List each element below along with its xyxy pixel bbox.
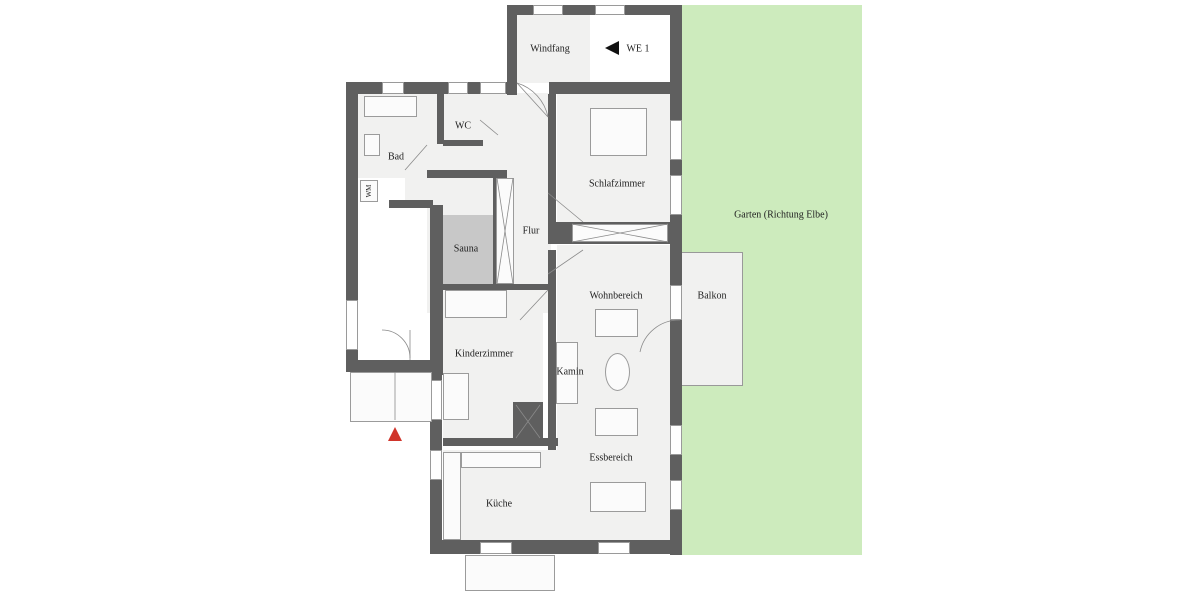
desk <box>443 373 469 420</box>
inner-wall <box>389 200 433 208</box>
balkon-label: Balkon <box>697 290 727 302</box>
outer-wall <box>507 5 682 15</box>
outer-wall <box>346 82 358 370</box>
inner-wall <box>443 438 558 446</box>
entry-steps <box>350 372 432 422</box>
essbereich-label: Essbereich <box>589 452 633 464</box>
sauna-label: Sauna <box>453 243 479 255</box>
kitchen-counter <box>443 452 461 540</box>
outer-wall <box>549 82 682 94</box>
sauna-room <box>443 215 493 285</box>
window <box>448 82 468 94</box>
stair-room <box>357 205 427 365</box>
kitchen-top-counter <box>461 452 541 468</box>
window <box>480 82 506 94</box>
kid-bed <box>445 290 507 318</box>
inner-wall <box>430 205 443 375</box>
flur-label: Flur <box>522 225 540 237</box>
bad-label: Bad <box>387 151 405 163</box>
inner-wall <box>443 284 548 290</box>
inner-wall <box>548 250 556 450</box>
schlafzimmer-label: Schlafzimmer <box>588 178 646 190</box>
window <box>598 542 630 554</box>
inner-wall <box>427 170 507 178</box>
window <box>382 82 404 94</box>
bed <box>590 108 647 156</box>
window <box>595 5 625 15</box>
bad-sink <box>364 134 380 156</box>
window <box>670 175 682 215</box>
window <box>670 120 682 160</box>
window <box>670 285 682 320</box>
inner-wall <box>443 140 483 146</box>
kueche-label: Küche <box>485 498 513 510</box>
unit-label: WE 1 <box>626 43 650 55</box>
kamin-block <box>556 342 578 404</box>
outer-wall <box>507 5 517 95</box>
wohnbereich-label: Wohnbereich <box>589 290 643 302</box>
building-entry-marker <box>388 427 402 441</box>
unit-entry-arrow <box>605 41 619 55</box>
washer <box>360 180 378 202</box>
dining-table <box>590 482 646 512</box>
inner-wall <box>437 94 444 144</box>
kamin-label: Kamin <box>556 366 584 378</box>
kinderzimmer-label: Kinderzimmer <box>454 348 514 360</box>
bathtub <box>364 96 417 117</box>
inner-wall <box>548 94 556 224</box>
window <box>533 5 563 15</box>
entry-stairs-area <box>590 13 670 83</box>
window <box>430 450 442 480</box>
wc-label: WC <box>454 120 472 132</box>
sofa-bottom <box>595 408 638 436</box>
window <box>480 542 512 554</box>
kitchen-steps <box>465 555 555 591</box>
window <box>670 425 682 455</box>
sofa-top <box>595 309 638 337</box>
windfang-label: Windfang <box>530 43 570 55</box>
window <box>346 300 358 350</box>
garden-label: Garten (Richtung Elbe) <box>734 209 828 221</box>
balcony <box>680 252 743 386</box>
coffee-table <box>605 353 630 391</box>
windfang-room <box>516 13 590 83</box>
inner-wall <box>346 360 432 372</box>
window <box>670 480 682 510</box>
